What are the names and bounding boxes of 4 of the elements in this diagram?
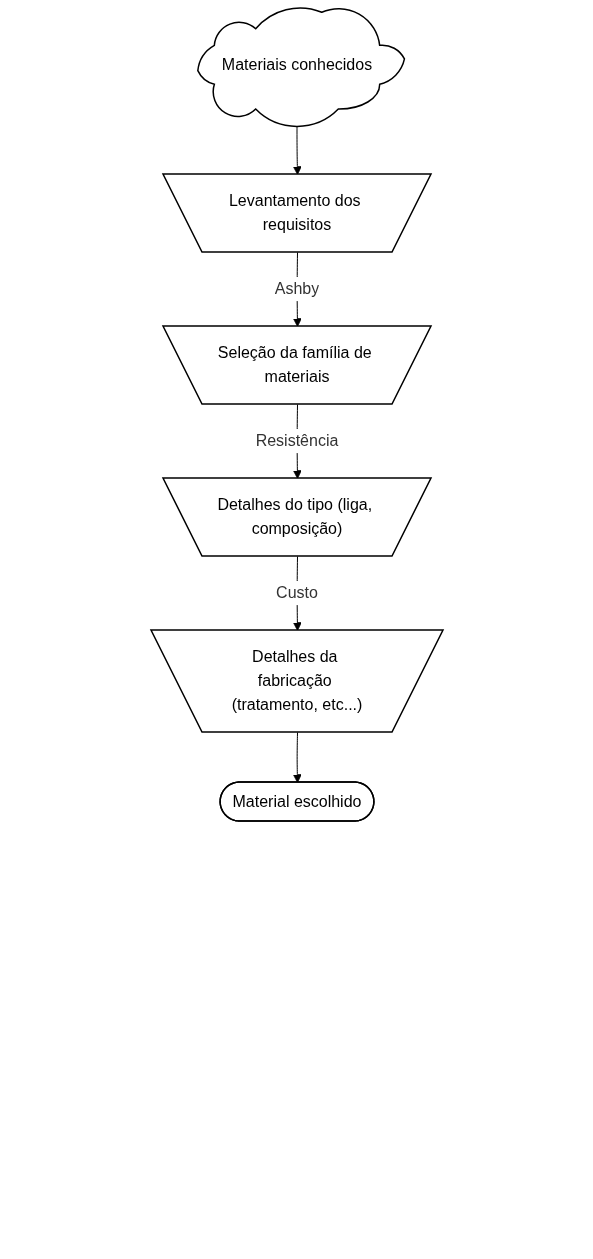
arrow xyxy=(292,732,302,783)
edge-label: Custo xyxy=(275,584,318,602)
edge-label: Ashby xyxy=(274,280,319,298)
edge-label: Resistência xyxy=(255,432,338,450)
